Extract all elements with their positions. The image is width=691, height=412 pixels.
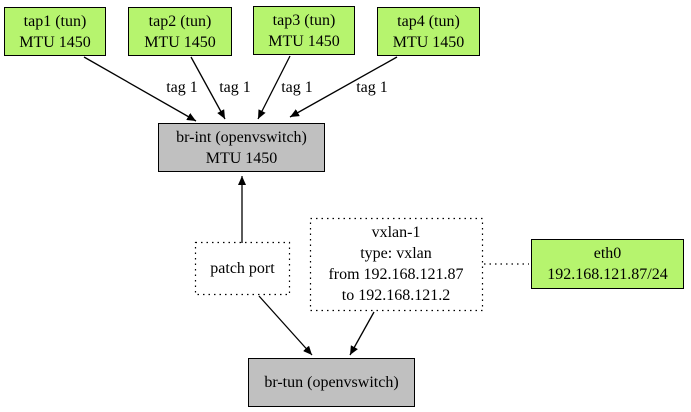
- tap3-mtu: MTU 1450: [268, 32, 340, 50]
- vxlan-from: from 192.168.121.87: [328, 266, 464, 283]
- tap2-name: tap2 (tun): [148, 12, 212, 30]
- vxlan-box-border: [309, 217, 484, 312]
- node-br-tun: br-tun (openvswitch): [248, 358, 415, 407]
- node-tap1: tap1 (tun) MTU 1450: [4, 7, 106, 56]
- node-br-int: br-int (openvswitch) MTU 1450: [158, 123, 325, 172]
- eth0-name: eth0: [593, 245, 622, 262]
- edge-tap3-to-brint: [257, 55, 291, 120]
- edge-label-tag1: tag 1: [166, 79, 198, 96]
- node-tap2: tap2 (tun) MTU 1450: [128, 7, 232, 56]
- node-vxlan: vxlan-1 type: vxlan from 192.168.121.87 …: [310, 218, 482, 310]
- tap1-mtu: MTU 1450: [19, 33, 91, 51]
- vxlan-to: to 192.168.121.2: [341, 287, 451, 304]
- node-tap3: tap3 (tun) MTU 1450: [253, 6, 355, 55]
- edge-patchport-to-brtun: [258, 295, 313, 356]
- patch-port-box-border: [194, 241, 291, 296]
- edge-tap1-to-brint: [83, 56, 197, 122]
- tap3-name: tap3 (tun): [272, 11, 336, 29]
- br-tun-name: br-tun (openvswitch): [264, 374, 399, 391]
- edge-vxlan-to-brtun: [349, 311, 375, 356]
- patch-port-label: patch port: [210, 260, 275, 277]
- vxlan-name: vxlan-1: [371, 224, 421, 241]
- edge-tap2-to-brint: [190, 56, 226, 120]
- vxlan-type: type: vxlan: [360, 245, 432, 262]
- tap2-mtu: MTU 1450: [144, 33, 216, 51]
- tap4-mtu: MTU 1450: [392, 33, 465, 51]
- br-int-name: br-int (openvswitch): [176, 128, 307, 146]
- edge-label-tag4: tag 1: [356, 79, 388, 96]
- edge-tap4-to-brint: [289, 56, 398, 118]
- tap1-name: tap1 (tun): [23, 12, 87, 30]
- edge-label-tag2: tag 1: [219, 79, 251, 96]
- node-tap4: tap4 (tun) MTU 1450: [377, 7, 480, 56]
- node-patch-port: patch port: [195, 242, 290, 295]
- edge-label-tag3: tag 1: [281, 79, 313, 96]
- tap4-name: tap4 (tun): [397, 12, 460, 30]
- eth0-ip: 192.168.121.87/24: [547, 266, 668, 283]
- node-eth0: eth0 192.168.121.87/24: [531, 239, 684, 289]
- br-int-mtu: MTU 1450: [205, 149, 278, 167]
